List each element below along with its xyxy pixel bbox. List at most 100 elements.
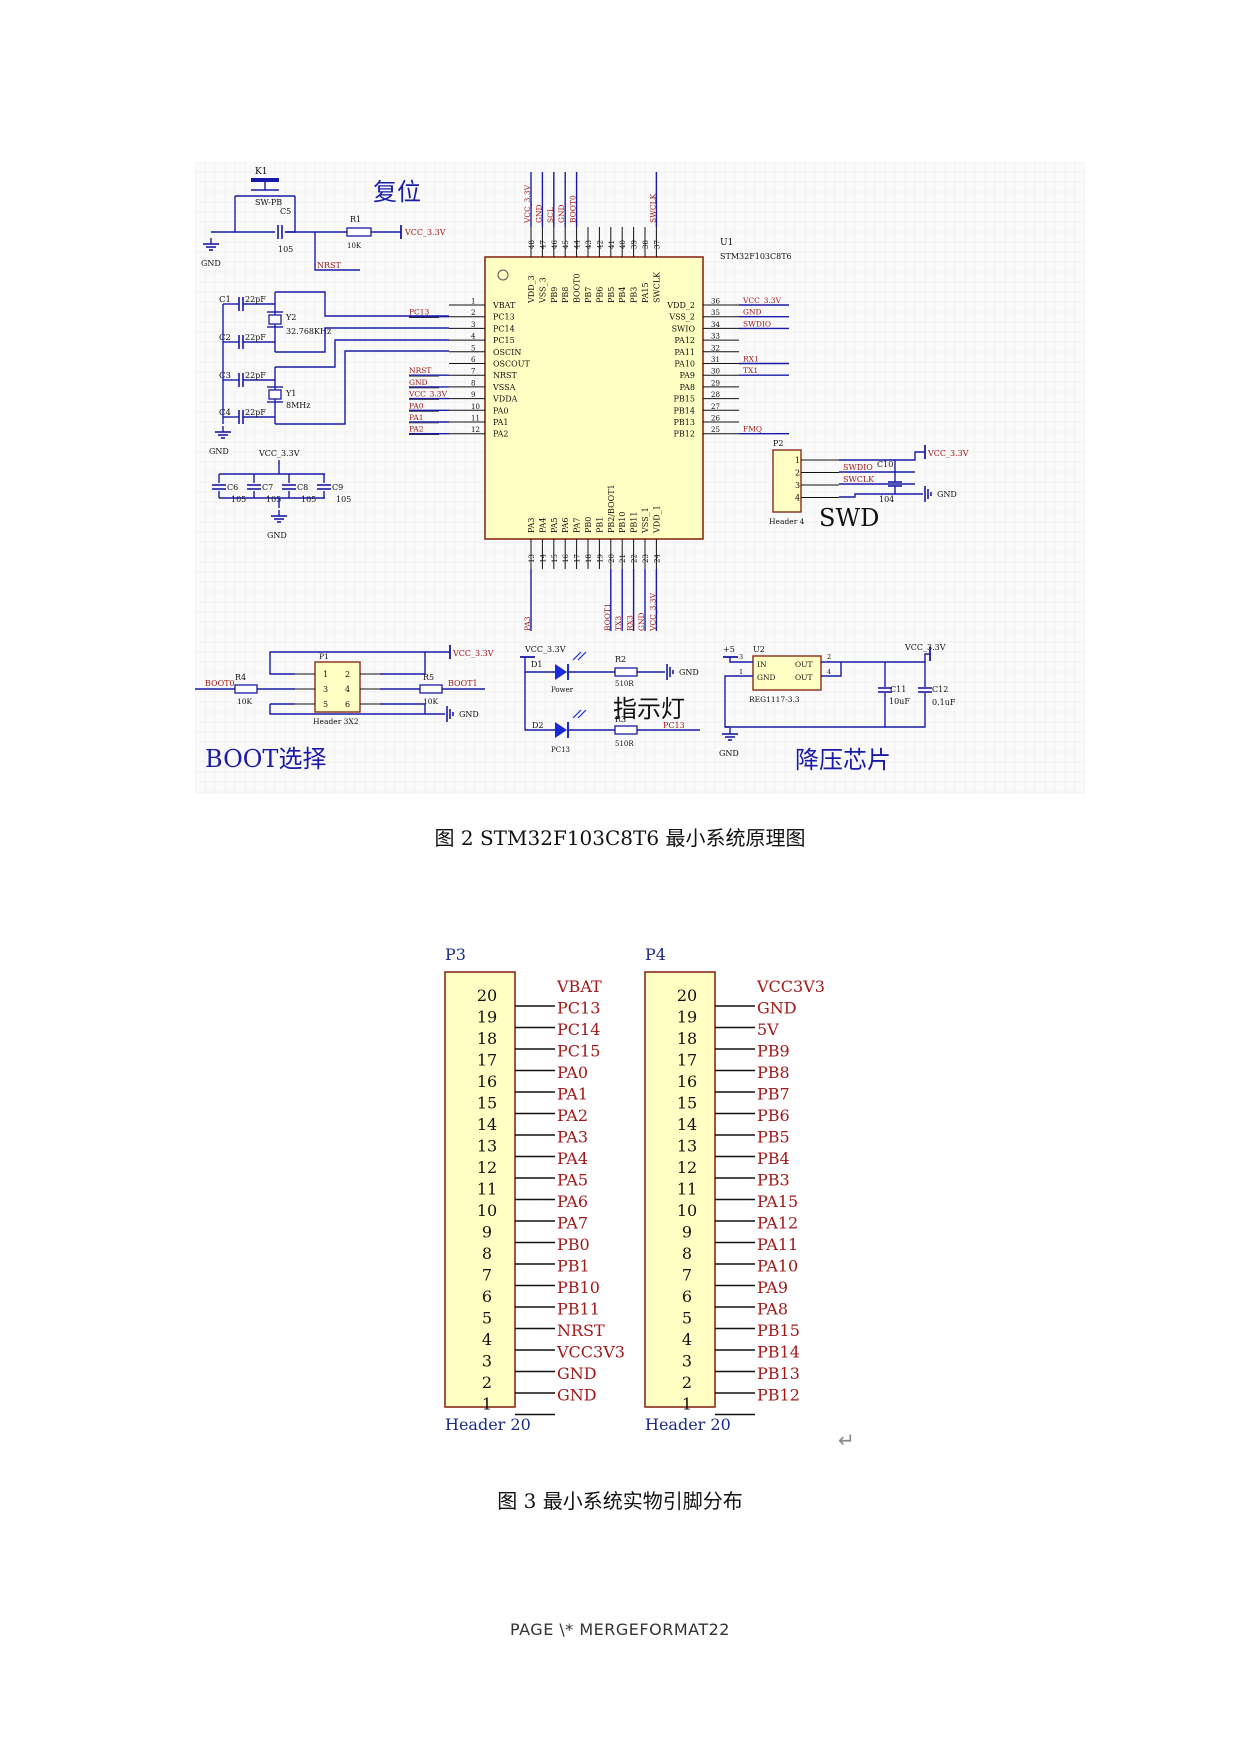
mcu-pin-number: 24 xyxy=(653,554,661,563)
pinout-pin-number: 12 xyxy=(477,1158,497,1177)
pinout-pin-name: GND xyxy=(557,1364,597,1383)
pinout-pin-number: 5 xyxy=(682,1309,692,1328)
d2-led-icon xyxy=(572,709,582,719)
boot-section-title: BOOT选择 xyxy=(205,745,326,773)
reg-gnd-label: GND xyxy=(719,749,739,758)
pinout-pin-number: 9 xyxy=(682,1223,692,1242)
mcu-net-label: PA0 xyxy=(409,401,424,410)
wire xyxy=(269,704,426,715)
mcu-pin-number: 2 xyxy=(471,309,475,317)
mcu-pin-number: 7 xyxy=(471,368,475,376)
mcu-pin-number: 4 xyxy=(471,333,476,341)
pinout-header-ref: P3 xyxy=(445,945,466,964)
pinout-pin-number: 16 xyxy=(477,1072,497,1091)
c11-value: 10uF xyxy=(889,697,910,706)
decoupling-cap-value: 105 xyxy=(301,495,316,504)
pinout-pin-name: PB11 xyxy=(557,1300,600,1319)
pinout-pin-number: 17 xyxy=(677,1051,697,1070)
wire xyxy=(839,451,925,461)
mcu-net-label: GND xyxy=(557,204,566,223)
pinout-pin-name: PC14 xyxy=(557,1020,600,1039)
mcu-pin-name: PB0 xyxy=(584,517,593,533)
r4-value: 10K xyxy=(237,697,253,706)
decoupling-cap-ref: C6 xyxy=(227,483,238,492)
pinout-pin-name: VCC3V3 xyxy=(756,977,825,996)
u2-pin-number: 1 xyxy=(739,668,743,676)
swd-net-label: SWDIO xyxy=(843,463,873,472)
d2-led-icon xyxy=(555,722,567,738)
pinout-pin-name: PA0 xyxy=(557,1063,588,1082)
pinout-pin-number: 14 xyxy=(477,1115,497,1134)
mcu-pin-name: VSSA xyxy=(492,383,516,392)
mcu-pin-number: 33 xyxy=(711,333,720,341)
pinout-pin-number: 14 xyxy=(677,1115,697,1134)
mcu-pin-name: PC13 xyxy=(493,313,515,322)
swd-header-pin-number: 2 xyxy=(795,469,800,478)
r3-value: 510R xyxy=(615,740,634,748)
mcu-pin-number: 46 xyxy=(551,240,559,249)
mcu-pin-number: 26 xyxy=(711,415,720,423)
boot-gnd-label: GND xyxy=(459,710,479,719)
mcu-pin-name: SWIO xyxy=(672,324,696,333)
pinout-pin-number: 6 xyxy=(682,1287,692,1306)
pinout-pin-name: PA12 xyxy=(757,1214,798,1233)
d1-ref: D1 xyxy=(531,660,543,669)
mcu-pin-name: PA4 xyxy=(538,517,547,533)
mcu-pin-name: PA8 xyxy=(679,383,695,392)
page-footer-field: PAGE \* MERGEFORMAT22 xyxy=(510,1620,730,1639)
pinout-pin-name: PC15 xyxy=(557,1042,600,1061)
figure-caption-pinout: 图 3 最小系统实物引脚分布 xyxy=(497,1489,743,1513)
pinout-pin-name: PB8 xyxy=(757,1063,790,1082)
pinout-pin-number: 2 xyxy=(482,1373,492,1392)
pinout-pin-name: NRST xyxy=(557,1321,605,1340)
mcu-pin-name: PA6 xyxy=(561,517,570,533)
mcu-pin-number: 37 xyxy=(653,240,661,249)
mcu-pin-name: PA15 xyxy=(641,282,650,303)
pinout-pin-number: 15 xyxy=(477,1094,497,1113)
mcu-pin-number: 15 xyxy=(551,554,559,563)
mcu-net-label: VCC_3.3V xyxy=(523,184,532,224)
figure-caption-schematic: 图 2 STM32F103C8T6 最小系统原理图 xyxy=(434,826,806,850)
pinout-pin-name: PA4 xyxy=(557,1149,588,1168)
pinout-pin-number: 9 xyxy=(482,1223,492,1242)
c11-ref: C11 xyxy=(890,685,906,694)
pinout-pin-number: 18 xyxy=(677,1029,697,1048)
mcu-pin-name: PB15 xyxy=(674,395,695,404)
mcu-pin-number: 45 xyxy=(562,240,570,249)
pinout-pin-number: 13 xyxy=(677,1137,697,1156)
swd-header-ref: P2 xyxy=(773,439,783,448)
mcu-pin-name: VDD_1 xyxy=(652,505,661,534)
wire xyxy=(275,291,449,317)
mcu-pin-number: 41 xyxy=(608,240,616,249)
mcu-body xyxy=(484,256,704,540)
mcu-pin-name: PB2/BOOT1 xyxy=(607,484,616,533)
mcu-pin-name: PB1 xyxy=(595,517,604,533)
r1-value: 10K xyxy=(347,242,362,250)
pinout-pin-number: 18 xyxy=(477,1029,497,1048)
y2-ref: Y2 xyxy=(285,313,296,322)
u2-pin-name: IN xyxy=(757,660,767,669)
mcu-net-label: VCC_3.3V xyxy=(742,296,782,305)
decoupling-cap-value: 105 xyxy=(266,495,281,504)
mcu-pin-name: PA3 xyxy=(527,517,536,533)
mcu-pin-number: 23 xyxy=(642,554,650,563)
pinout-pin-number: 11 xyxy=(677,1180,697,1199)
u2-pin-name: OUT xyxy=(795,660,812,669)
mcu-net-label: SCL xyxy=(546,207,555,223)
r3-resistor xyxy=(614,725,638,735)
pinout-pin-name: PB9 xyxy=(757,1042,790,1061)
crystal-cap-ref: C2 xyxy=(219,333,231,343)
mcu-pin-name: VDDA xyxy=(492,395,518,404)
mcu-pin-number: 30 xyxy=(711,368,720,376)
pinout-pin-name: PA7 xyxy=(557,1214,588,1233)
y1-ref: Y1 xyxy=(285,389,296,398)
mcu-ref: U1 xyxy=(720,238,733,248)
pinout-pin-number: 7 xyxy=(682,1266,692,1285)
mcu-pin-name: PA7 xyxy=(573,517,582,533)
pinout-pin-number: 8 xyxy=(682,1244,692,1263)
wire xyxy=(269,651,426,675)
mcu-pin-number: 22 xyxy=(631,554,639,563)
mcu-pin-name: PA10 xyxy=(674,360,695,369)
mcu-net-label: PA2 xyxy=(409,425,424,434)
